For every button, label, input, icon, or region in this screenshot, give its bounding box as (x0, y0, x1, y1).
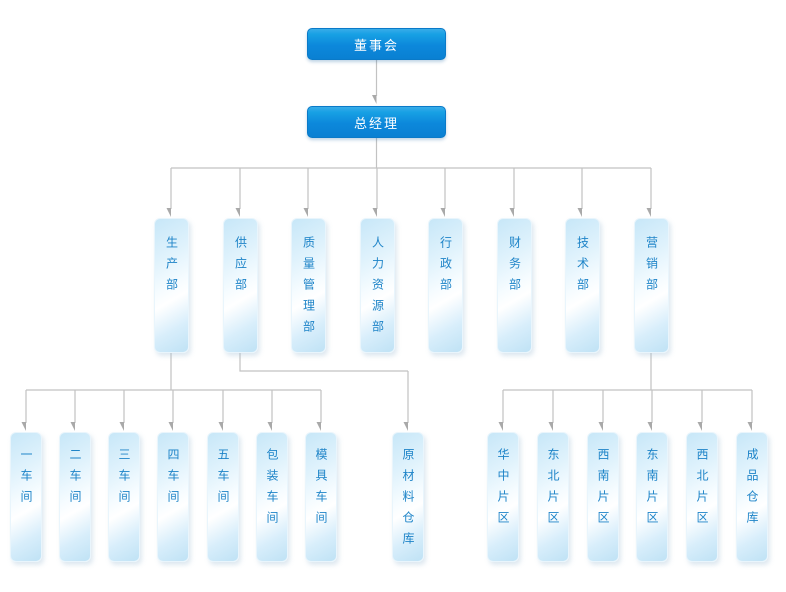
unit-label: 包装车间 (265, 448, 279, 532)
dept-label: 质量管理部 (301, 236, 316, 341)
org-node-general-manager-label: 总经理 (353, 116, 399, 132)
org-node-region-central-china[interactable]: 华中片区 (487, 432, 519, 562)
org-node-dept-admin[interactable]: 行政部 (428, 218, 463, 353)
unit-label: 四车间 (166, 448, 180, 511)
unit-label: 西南片区 (596, 448, 610, 532)
org-node-board[interactable]: 董事会 (307, 28, 446, 60)
org-node-workshop-2[interactable]: 二车间 (59, 432, 91, 562)
unit-label: 西北片区 (695, 448, 709, 532)
org-node-region-northeast[interactable]: 东北片区 (537, 432, 569, 562)
unit-label: 东南片区 (645, 448, 659, 532)
org-node-dept-hr[interactable]: 人力资源部 (360, 218, 395, 353)
unit-label: 模具车间 (314, 448, 328, 532)
org-node-dept-supply[interactable]: 供应部 (223, 218, 258, 353)
unit-label: 成品仓库 (745, 448, 759, 532)
unit-label: 三车间 (117, 448, 131, 511)
dept-label: 供应部 (233, 236, 248, 299)
unit-label: 五车间 (216, 448, 230, 511)
unit-label: 原材料仓库 (401, 448, 415, 553)
org-node-raw-material-warehouse[interactable]: 原材料仓库 (392, 432, 424, 562)
org-node-dept-technology[interactable]: 技术部 (565, 218, 600, 353)
org-node-general-manager[interactable]: 总经理 (307, 106, 446, 138)
org-node-dept-finance[interactable]: 财务部 (497, 218, 532, 353)
org-node-dept-production[interactable]: 生产部 (154, 218, 189, 353)
org-node-workshop-5[interactable]: 五车间 (207, 432, 239, 562)
dept-label: 财务部 (507, 236, 522, 299)
dept-label: 人力资源部 (370, 236, 385, 341)
dept-label: 营销部 (644, 236, 659, 299)
dept-label: 技术部 (575, 236, 590, 299)
org-node-workshop-4[interactable]: 四车间 (157, 432, 189, 562)
org-node-workshop-3[interactable]: 三车间 (108, 432, 140, 562)
unit-label: 东北片区 (546, 448, 560, 532)
org-node-workshop-packaging[interactable]: 包装车间 (256, 432, 288, 562)
unit-label: 华中片区 (496, 448, 510, 532)
org-node-dept-marketing[interactable]: 营销部 (634, 218, 669, 353)
dept-label: 生产部 (164, 236, 179, 299)
org-node-dept-quality[interactable]: 质量管理部 (291, 218, 326, 353)
org-node-region-southwest[interactable]: 西南片区 (587, 432, 619, 562)
org-node-finished-goods-warehouse[interactable]: 成品仓库 (736, 432, 768, 562)
org-node-board-label: 董事会 (353, 38, 399, 54)
unit-label: 一车间 (19, 448, 33, 511)
org-node-region-northwest[interactable]: 西北片区 (686, 432, 718, 562)
org-node-workshop-mold[interactable]: 模具车间 (305, 432, 337, 562)
unit-label: 二车间 (68, 448, 82, 511)
dept-label: 行政部 (438, 236, 453, 299)
org-node-region-southeast[interactable]: 东南片区 (636, 432, 668, 562)
org-node-workshop-1[interactable]: 一车间 (10, 432, 42, 562)
